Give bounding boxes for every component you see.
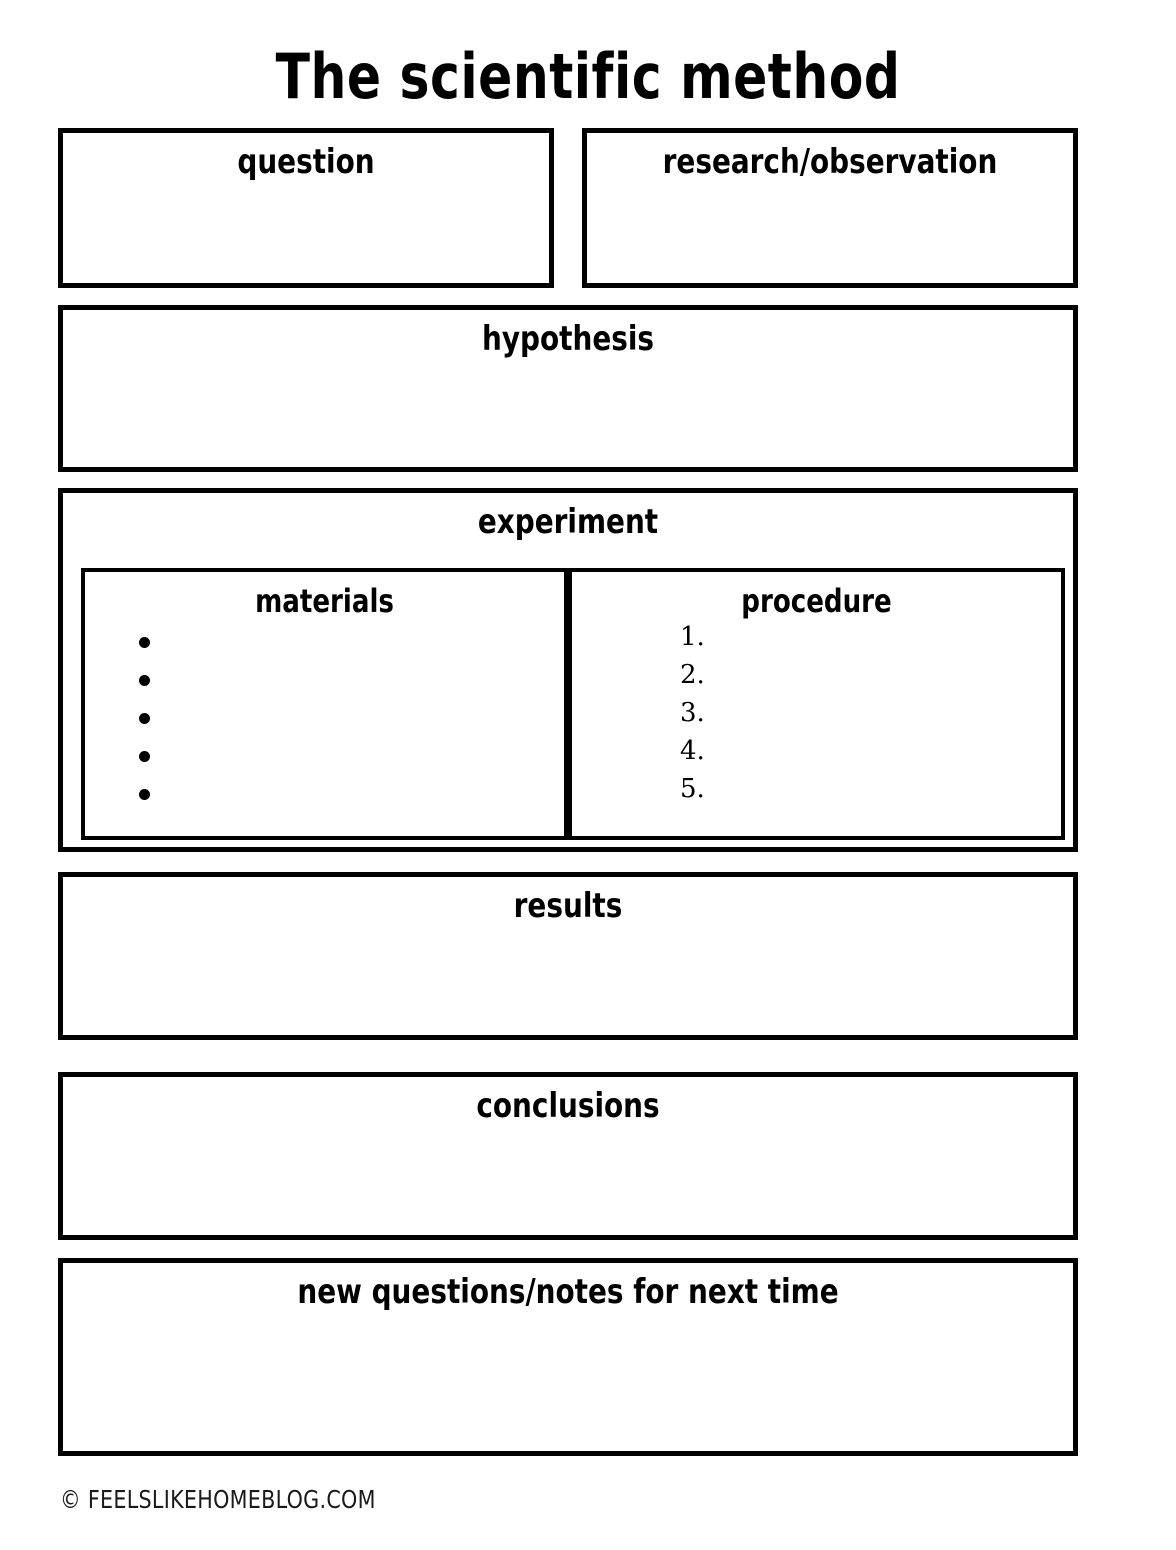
list-item[interactable] — [85, 628, 564, 666]
bullet-icon — [139, 675, 150, 686]
bullet-icon — [139, 713, 150, 724]
section-header-results: results — [513, 886, 623, 926]
section-experiment: experiment materials — [58, 488, 1078, 852]
list-item[interactable]: 3. — [572, 696, 1061, 734]
list-item[interactable] — [85, 780, 564, 818]
list-item[interactable] — [85, 666, 564, 704]
procedure-number: 1. — [680, 622, 705, 652]
section-hypothesis[interactable]: hypothesis — [58, 305, 1078, 472]
section-header-new-questions: new questions/notes for next time — [297, 1272, 839, 1312]
procedure-number: 3. — [680, 698, 705, 728]
section-new-questions[interactable]: new questions/notes for next time — [58, 1258, 1078, 1456]
section-conclusions[interactable]: conclusions — [58, 1072, 1078, 1240]
section-header-experiment: experiment — [477, 502, 659, 542]
materials-bullet-list — [85, 628, 564, 818]
section-header-research-observation: research/observation — [662, 142, 998, 182]
section-question[interactable]: question — [58, 128, 554, 288]
list-item[interactable]: 5. — [572, 772, 1061, 810]
procedure-number: 5. — [680, 774, 705, 804]
section-header-question: question — [237, 142, 375, 182]
bullet-icon — [139, 789, 150, 800]
section-research-observation[interactable]: research/observation — [582, 128, 1078, 288]
section-header-conclusions: conclusions — [476, 1086, 660, 1126]
list-item[interactable] — [85, 742, 564, 780]
list-item[interactable] — [85, 704, 564, 742]
subsection-materials[interactable]: materials — [81, 568, 568, 840]
procedure-number: 4. — [680, 736, 705, 766]
list-item[interactable]: 1. — [572, 620, 1061, 658]
subsection-procedure[interactable]: procedure 1. 2. 3. 4. 5. — [568, 568, 1065, 840]
procedure-number: 2. — [680, 660, 705, 690]
section-header-hypothesis: hypothesis — [481, 319, 655, 359]
bullet-icon — [139, 751, 150, 762]
list-item[interactable]: 2. — [572, 658, 1061, 696]
page-title: The scientific method — [275, 40, 901, 114]
section-header-procedure: procedure — [741, 582, 892, 620]
section-header-materials: materials — [255, 582, 394, 620]
procedure-numbered-list: 1. 2. 3. 4. 5. — [572, 620, 1061, 810]
section-results[interactable]: results — [58, 872, 1078, 1040]
bullet-icon — [139, 637, 150, 648]
footer-credit: © FEELSLIKEHOMEBLOG.COM — [60, 1485, 376, 1514]
list-item[interactable]: 4. — [572, 734, 1061, 772]
